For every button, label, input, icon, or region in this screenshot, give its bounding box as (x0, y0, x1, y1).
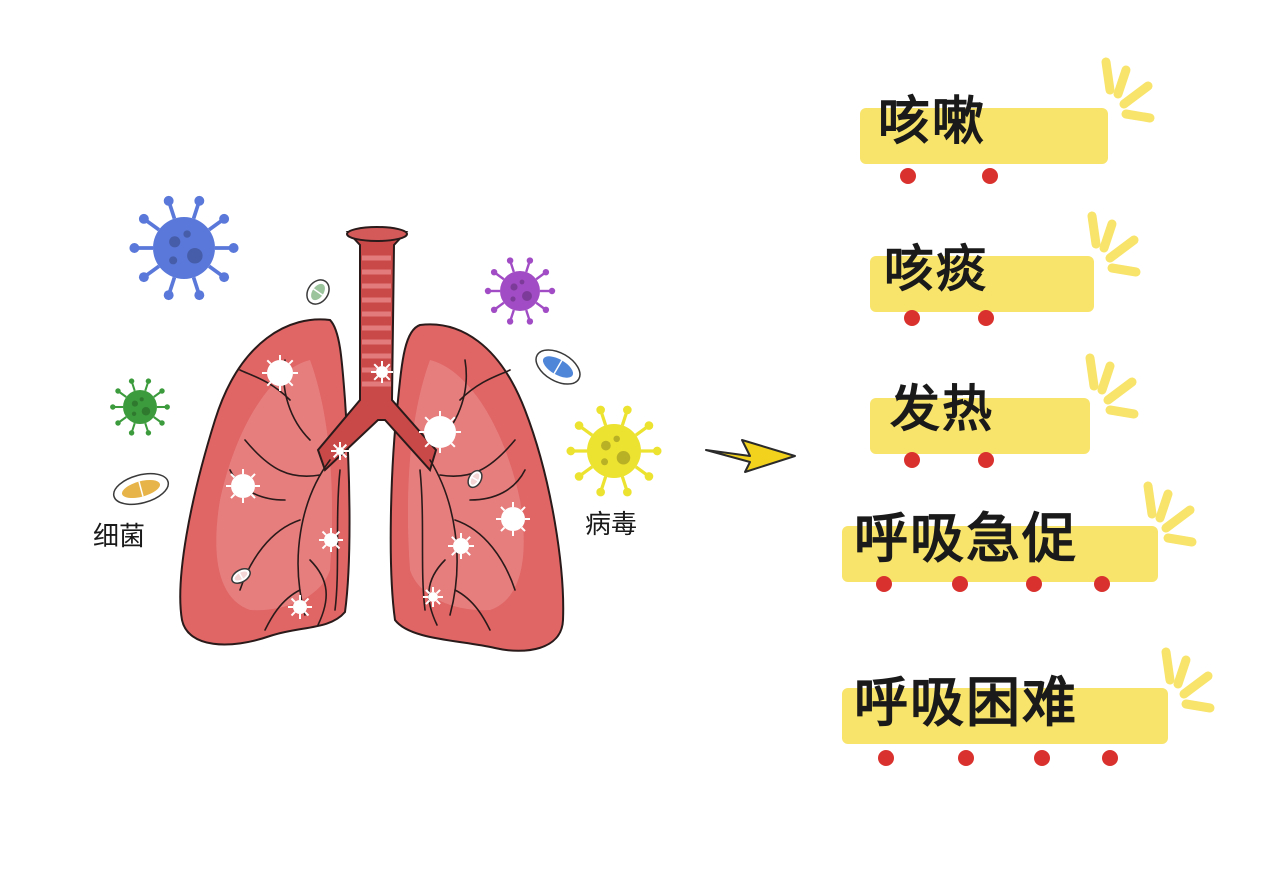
symptom-highlight (842, 526, 1158, 582)
symptom-item: 咳痰 (870, 211, 1154, 346)
emphasis-dot (876, 576, 892, 592)
symptom-item: 咳嗽 (860, 57, 1168, 196)
bronchus-branch (428, 559, 446, 626)
symptom-highlight (870, 256, 1094, 312)
bronchus-branch (454, 589, 491, 631)
bronchus-branch (244, 439, 321, 477)
germ-spot (496, 502, 530, 536)
left-lung-highlight (216, 360, 333, 611)
germ-spot (331, 442, 349, 460)
purple-virus (484, 257, 556, 325)
bronchus-branch (309, 559, 327, 626)
emphasis-dot (958, 750, 974, 766)
symptom-highlight (870, 398, 1090, 454)
germ-spot (448, 533, 474, 559)
symptom-highlight (842, 688, 1168, 744)
emphasis-dot (904, 452, 920, 468)
germ-spot (419, 411, 461, 453)
trachea-opening (346, 226, 408, 242)
bacteria-label: 细菌 (93, 522, 146, 552)
emphasis-dot (1094, 576, 1110, 592)
symptom-text: 发热 (890, 380, 994, 438)
bacterium (112, 472, 170, 506)
bronchus-branch (334, 469, 341, 611)
emphasis-dot (900, 168, 916, 184)
emphasis-dot (1026, 576, 1042, 592)
symptom-highlight (860, 108, 1108, 164)
emphasis-dot (878, 750, 894, 766)
arrow-icon (705, 439, 796, 473)
symptom-item: 发热 (870, 353, 1150, 488)
symptom-text: 呼吸困难 (854, 671, 1078, 734)
germ-spot (288, 595, 312, 619)
green-virus (110, 378, 170, 436)
virus-label: 病毒 (585, 510, 638, 540)
germ-spot (371, 361, 393, 383)
emphasis-dot (952, 576, 968, 592)
symptom-text: 呼吸急促 (854, 507, 1078, 570)
sparkle-rays-icon (1101, 57, 1155, 123)
bronchus-branch (429, 459, 458, 616)
emphasis-dot (904, 310, 920, 326)
symptom-text: 咳嗽 (878, 92, 987, 152)
yellow-virus (566, 405, 662, 497)
emphasis-dot (978, 310, 994, 326)
bronchus-branch (469, 469, 526, 501)
symptom-item: 呼吸困难 (842, 647, 1228, 786)
bacterium (535, 349, 581, 385)
bronchus-branch (239, 369, 291, 401)
emphasis-dot (1102, 750, 1118, 766)
trachea-tube (316, 231, 438, 472)
germ-spot (423, 587, 443, 607)
trachea (316, 226, 438, 472)
bronchus-branch (264, 589, 301, 631)
emphasis-dot (978, 452, 994, 468)
bronchus-branch (454, 519, 516, 591)
blue-virus (129, 195, 239, 301)
symptom-text: 咳痰 (884, 240, 988, 298)
sparkle-rays-icon (1161, 647, 1215, 713)
bacterium (231, 568, 251, 584)
germ-spot (319, 528, 343, 552)
sparkle-rays-icon (1085, 353, 1139, 419)
germ-spot (262, 355, 298, 391)
symptom-item: 呼吸急促 (842, 481, 1218, 618)
bronchus-branch (459, 369, 511, 401)
sparkle-rays-icon (1143, 481, 1197, 547)
sparkle-rays-icon (1087, 211, 1141, 277)
emphasis-dot (982, 168, 998, 184)
germ-spot (226, 469, 260, 503)
bacterium (306, 279, 330, 305)
bacterium (467, 469, 483, 489)
emphasis-dot (1034, 750, 1050, 766)
